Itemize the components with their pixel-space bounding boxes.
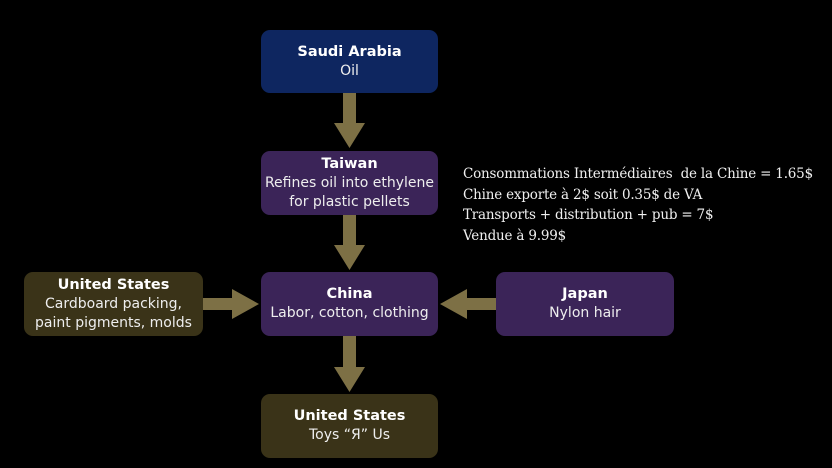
node-title: Taiwan [321, 155, 378, 172]
arrow-taiwan-to-china [334, 215, 365, 270]
node-title: Japan [562, 286, 608, 302]
arrow-japan-to-china [440, 289, 496, 319]
node-united-states-suppliers: United States Cardboard packing, paint p… [24, 272, 203, 336]
node-desc: Labor, cotton, clothing [270, 305, 429, 321]
node-japan: Japan Nylon hair [496, 272, 674, 336]
node-title: Saudi Arabia [297, 43, 402, 60]
node-desc: Nylon hair [549, 305, 621, 321]
note-line: Chine exporte à 2$ soit 0.35$ de VA [463, 186, 703, 203]
node-title: United States [57, 276, 170, 293]
node-title: China [326, 286, 373, 302]
note-line: Vendue à 9.99$ [463, 227, 566, 244]
node-desc: for plastic pellets [289, 193, 410, 210]
cost-notes: Consommations Intermédiaires de la Chine… [463, 164, 813, 246]
node-desc: paint pigments, molds [35, 314, 192, 331]
node-desc: Cardboard packing, [45, 295, 182, 312]
node-united-states-retail: United States Toys “Я” Us [261, 394, 438, 458]
node-desc: Oil [340, 62, 359, 79]
arrow-china-to-us [334, 336, 365, 392]
node-title: United States [293, 408, 406, 424]
node-saudi-arabia: Saudi Arabia Oil [261, 30, 438, 93]
arrow-saudi-to-taiwan [334, 93, 365, 148]
node-taiwan: Taiwan Refines oil into ethylene for pla… [261, 151, 438, 215]
node-china: China Labor, cotton, clothing [261, 272, 438, 336]
note-line: Transports + distribution + pub = 7$ [463, 207, 714, 223]
arrow-us-to-china [203, 289, 259, 319]
node-desc: Toys “Я” Us [309, 427, 390, 443]
note-line: Consommations Intermédiaires de la Chine… [463, 166, 813, 182]
node-desc: Refines oil into ethylene [264, 174, 435, 191]
